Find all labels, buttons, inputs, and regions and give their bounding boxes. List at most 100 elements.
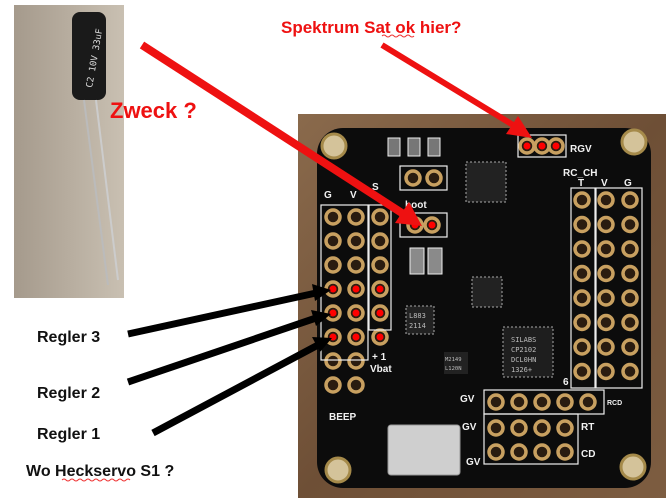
flight-controller-photo: SILABS CP2102 DCL0HN 1326+ L883 2114 M21… — [298, 114, 666, 498]
pin-pad — [324, 376, 342, 394]
pin-pad — [573, 240, 591, 258]
red-marker — [552, 142, 560, 150]
red-marker — [538, 142, 546, 150]
pin-pad — [371, 256, 389, 274]
pin-pad — [556, 393, 574, 411]
capacitor-lead — [83, 99, 109, 286]
pin-pad — [324, 352, 342, 370]
pin-pad — [533, 443, 551, 461]
red-marker — [376, 309, 384, 317]
pin-pad — [510, 419, 528, 437]
svg-text:6: 6 — [563, 377, 569, 388]
pin-pad — [510, 393, 528, 411]
annotation-regler1: Regler 1 — [37, 426, 100, 443]
svg-text:GV: GV — [466, 457, 481, 468]
pin-pad — [597, 191, 615, 209]
annotation-spektrum: Spektrum Sat ok hier? — [281, 18, 461, 37]
pin-pad — [324, 208, 342, 226]
pin-pad — [597, 313, 615, 332]
svg-text:M2149: M2149 — [445, 357, 462, 363]
annotation-heckservo: Wo Heckservo S1 ? — [26, 463, 174, 480]
pin-pad — [621, 362, 639, 381]
mount-hole — [324, 456, 352, 484]
red-marker — [352, 285, 360, 293]
pin-pad — [487, 393, 505, 411]
red-marker — [376, 285, 384, 293]
red-marker — [352, 333, 360, 341]
svg-text:2114: 2114 — [409, 322, 426, 330]
pin-pad — [597, 289, 615, 307]
svg-text:SILABS: SILABS — [511, 336, 536, 344]
red-arrow-spektrum — [380, 42, 532, 138]
red-marker — [329, 285, 337, 293]
pin-pad — [487, 419, 505, 437]
spellcheck-underline — [381, 34, 415, 38]
pin-pad — [347, 232, 365, 250]
svg-text:V: V — [350, 190, 357, 201]
svg-text:DCL0HN: DCL0HN — [511, 356, 536, 364]
black-arrow-regler2 — [126, 310, 331, 386]
black-arrow-regler1 — [151, 337, 332, 437]
svg-text:Vbat: Vbat — [370, 364, 392, 375]
annotation-regler2: Regler 2 — [37, 385, 100, 402]
pin-pad — [556, 419, 574, 437]
pin-pad — [621, 289, 639, 307]
pin-pad — [533, 419, 551, 437]
red-marker — [352, 309, 360, 317]
svg-text:L883: L883 — [409, 312, 426, 320]
svg-text:T: T — [578, 178, 584, 189]
pin-pad — [573, 215, 591, 234]
svg-text:+ 1: + 1 — [372, 352, 387, 363]
chip-m2149 — [444, 352, 468, 374]
pin-pad — [621, 191, 639, 209]
pin-pad — [371, 232, 389, 250]
pin-pad — [621, 264, 639, 283]
pin-pad — [573, 289, 591, 307]
svg-text:CD: CD — [581, 449, 595, 460]
svg-text:BEEP: BEEP — [329, 412, 357, 423]
pin-headers — [324, 137, 639, 461]
pin-pad — [324, 232, 342, 250]
red-marker — [428, 221, 436, 229]
pin-pad — [573, 313, 591, 332]
pin-pad — [621, 338, 639, 356]
svg-text:GV: GV — [460, 394, 475, 405]
pin-pad — [621, 240, 639, 258]
svg-text:RCD: RCD — [607, 400, 622, 407]
svg-text:L120N: L120N — [445, 366, 462, 372]
mount-hole — [320, 132, 348, 160]
svg-text:boot: boot — [405, 200, 427, 211]
red-arrow-zweck — [139, 41, 422, 226]
pin-pad — [347, 256, 365, 274]
pin-pad — [347, 208, 365, 226]
annotation-regler3: Regler 3 — [37, 329, 100, 346]
capacitor-body — [72, 12, 106, 100]
pin-pad — [510, 443, 528, 461]
chip-sensor — [471, 276, 503, 308]
black-arrow-regler3 — [127, 284, 331, 338]
pin-pad — [533, 393, 551, 411]
pin-pad — [371, 208, 389, 226]
pin-pad — [573, 362, 591, 381]
pin-pad — [324, 256, 342, 274]
red-marker — [376, 333, 384, 341]
svg-text:RGV: RGV — [570, 144, 592, 155]
chip-l883 — [405, 305, 435, 335]
pin-pad — [573, 264, 591, 283]
svg-text:GV: GV — [462, 422, 477, 433]
svg-text:S: S — [372, 182, 379, 193]
pin-pad — [621, 215, 639, 234]
chip-mcu — [465, 161, 507, 203]
pin-pad — [347, 352, 365, 370]
mount-hole — [620, 128, 648, 156]
red-marker — [329, 309, 337, 317]
mount-hole — [619, 453, 647, 481]
svg-text:G: G — [324, 190, 332, 201]
svg-text:1326+: 1326+ — [511, 366, 532, 374]
pin-pad — [579, 393, 597, 411]
spellcheck-underline — [61, 478, 131, 482]
pin-pad — [556, 443, 574, 461]
capacitor-photo: C2 10V 33uF — [14, 5, 124, 298]
capacitor-lead — [95, 99, 119, 281]
